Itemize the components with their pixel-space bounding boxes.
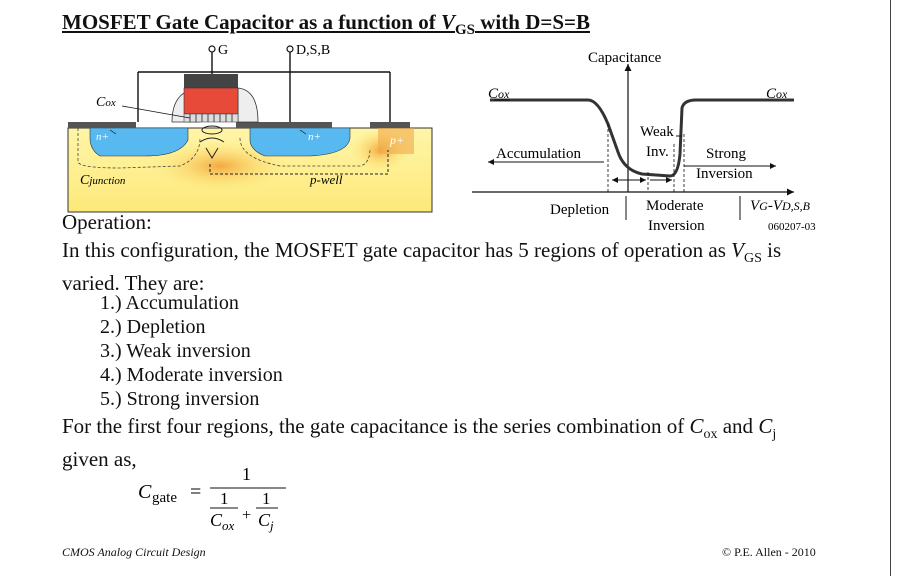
capacitance-graph: Capacitance Cox Cox Accumulation Weak In… <box>472 50 816 234</box>
accumulation-label: Accumulation <box>496 146 581 162</box>
regions-list: 1.) Accumulation 2.) Depletion 3.) Weak … <box>100 291 283 411</box>
moderate-inversion-label: Inversion <box>648 218 705 234</box>
figure-id: 060207-03 <box>768 221 816 233</box>
mosfet-cross-section: G D,S,B Cox n+ n+ p+ Cjunction p-well <box>67 43 433 213</box>
strong-label: Strong <box>706 146 747 162</box>
cox-right-label: Cox <box>766 86 788 102</box>
svg-text:1: 1 <box>242 464 251 484</box>
page-title: MOSFET Gate Capacitor as a function of V… <box>62 10 590 39</box>
svg-text:=: = <box>190 481 201 503</box>
list-item: 3.) Weak inversion <box>100 340 251 362</box>
inv-label: Inv. <box>646 144 669 160</box>
paragraph-series: For the first four regions, the gate cap… <box>62 414 777 472</box>
list-item: 2.) Depletion <box>100 316 206 338</box>
svg-text:gate: gate <box>152 490 177 506</box>
inversion-label: Inversion <box>696 166 753 182</box>
svg-text:1: 1 <box>262 489 271 508</box>
cjunction-label: Cjunction <box>80 173 126 188</box>
x-axis-label: VG-VD,S,B <box>750 198 811 214</box>
depletion-label: Depletion <box>550 202 610 218</box>
dsb-terminal-label: D,S,B <box>296 43 330 58</box>
footer-course-title: CMOS Analog Circuit Design <box>62 545 206 559</box>
svg-text:C: C <box>138 481 152 503</box>
moderate-label: Moderate <box>646 198 704 214</box>
gate-terminal-label: G <box>218 43 228 58</box>
list-item: 5.) Strong inversion <box>100 388 260 410</box>
cox-label: Cox <box>96 95 116 110</box>
capacitance-curve <box>490 98 794 178</box>
svg-text:C: C <box>258 510 271 530</box>
nplus-right-label: n+ <box>308 131 321 143</box>
cox-left-label: Cox <box>488 86 510 102</box>
pplus-label: p+ <box>389 133 404 147</box>
capacitance-axis-label: Capacitance <box>588 50 662 66</box>
svg-text:+: + <box>242 507 251 524</box>
svg-text:C: C <box>210 510 223 530</box>
svg-text:1: 1 <box>220 489 229 508</box>
weak-label: Weak <box>640 124 674 140</box>
svg-text:j: j <box>268 518 274 533</box>
footer-copyright: © P.E. Allen - 2010 <box>722 545 816 559</box>
list-item: 4.) Moderate inversion <box>100 364 283 386</box>
list-item: 1.) Accumulation <box>100 292 239 314</box>
gate-capacitance-formula: C gate = 1 1 1 C ox + C j <box>138 464 286 533</box>
operation-heading: Operation: <box>62 210 152 234</box>
page-border <box>890 0 891 576</box>
nplus-left-label: n+ <box>96 131 109 143</box>
pwell-label: p-well <box>309 172 343 187</box>
svg-text:ox: ox <box>222 518 235 533</box>
paragraph-intro: In this configuration, the MOSFET gate c… <box>62 238 782 296</box>
